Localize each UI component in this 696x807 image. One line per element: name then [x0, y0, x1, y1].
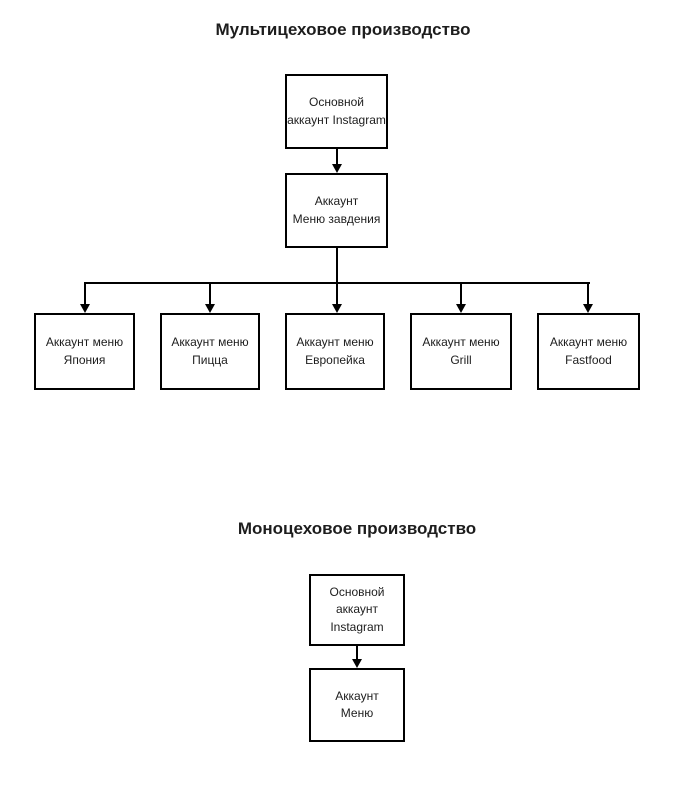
node-menu-grill: Аккаунт меню Grill	[410, 313, 512, 390]
node-menu-fastfood: Аккаунт меню Fastfood	[537, 313, 640, 390]
arrowhead-menu	[352, 659, 362, 668]
arrowhead-fastfood	[583, 304, 593, 313]
arrowhead-mid	[332, 164, 342, 173]
node-label-line: Основной	[308, 95, 364, 110]
connector-root-to-mid	[336, 149, 338, 166]
node-label-line: аккаунт Instagram	[287, 112, 386, 127]
connector-drop-japan	[84, 282, 86, 305]
node-label-line: Аккаунт меню	[422, 335, 500, 350]
node-label-line: Аккаунт	[314, 194, 359, 209]
connector-drop-pizza	[209, 282, 211, 305]
section1-title: Мультицеховое производство	[215, 20, 471, 39]
node-label-line: Аккаунт меню	[549, 335, 628, 350]
node-label-line: Меню	[340, 706, 374, 720]
node-label-line: Меню завдения	[292, 211, 381, 226]
node-label: Аккаунт меню Пицца	[171, 334, 248, 369]
node-label-line: Европейка	[305, 352, 365, 367]
connector-drop-fastfood	[587, 282, 589, 305]
node-label: Аккаунт Меню завдения	[293, 193, 381, 228]
arrowhead-grill	[456, 304, 466, 313]
node-label: Аккаунт меню Grill	[422, 334, 499, 369]
node-menu-european: Аккаунт меню Европейка	[285, 313, 385, 390]
node-label: Аккаунт меню Япония	[46, 334, 123, 369]
section2-title: Моноцеховое производство	[237, 519, 477, 538]
node-label-line: Япония	[63, 352, 106, 367]
node-menu-japan: Аккаунт меню Япония	[34, 313, 135, 390]
node-menu-pizza: Аккаунт меню Пицца	[160, 313, 260, 390]
node-label-line: аккаунт Instagram	[330, 602, 384, 634]
node-label: Основной аккаунт Instagram	[311, 584, 403, 636]
arrowhead-japan	[80, 304, 90, 313]
node-label-line: Grill	[450, 352, 472, 367]
node-label-line: Аккаунт меню	[45, 335, 124, 350]
connector-drop-european	[336, 282, 338, 305]
node-label-line: Пицца	[192, 352, 228, 367]
connector-root2-to-menu	[356, 646, 358, 659]
node-label: Основной аккаунт Instagram	[287, 94, 386, 129]
node-label-line: Аккаунт меню	[171, 335, 249, 350]
connector-mid-to-bus	[336, 248, 338, 283]
node-label: Аккаунт меню Fastfood	[550, 334, 627, 369]
connector-drop-grill	[460, 282, 462, 305]
node-main-instagram-account-2: Основной аккаунт Instagram	[309, 574, 405, 646]
node-menu-account: Аккаунт Меню	[309, 668, 405, 742]
node-label-line: Основной	[329, 584, 385, 599]
node-label-line: Аккаунт	[335, 688, 379, 703]
node-venue-menu-account: Аккаунт Меню завдения	[285, 173, 388, 248]
node-label-line: Fastfood	[565, 352, 612, 367]
node-label: Аккаунт Меню	[335, 688, 378, 723]
node-label: Аккаунт меню Европейка	[296, 334, 373, 369]
node-label-line: Аккаунт меню	[296, 335, 374, 350]
arrowhead-pizza	[205, 304, 215, 313]
node-main-instagram-account-1: Основной аккаунт Instagram	[285, 74, 388, 149]
arrowhead-european	[332, 304, 342, 313]
